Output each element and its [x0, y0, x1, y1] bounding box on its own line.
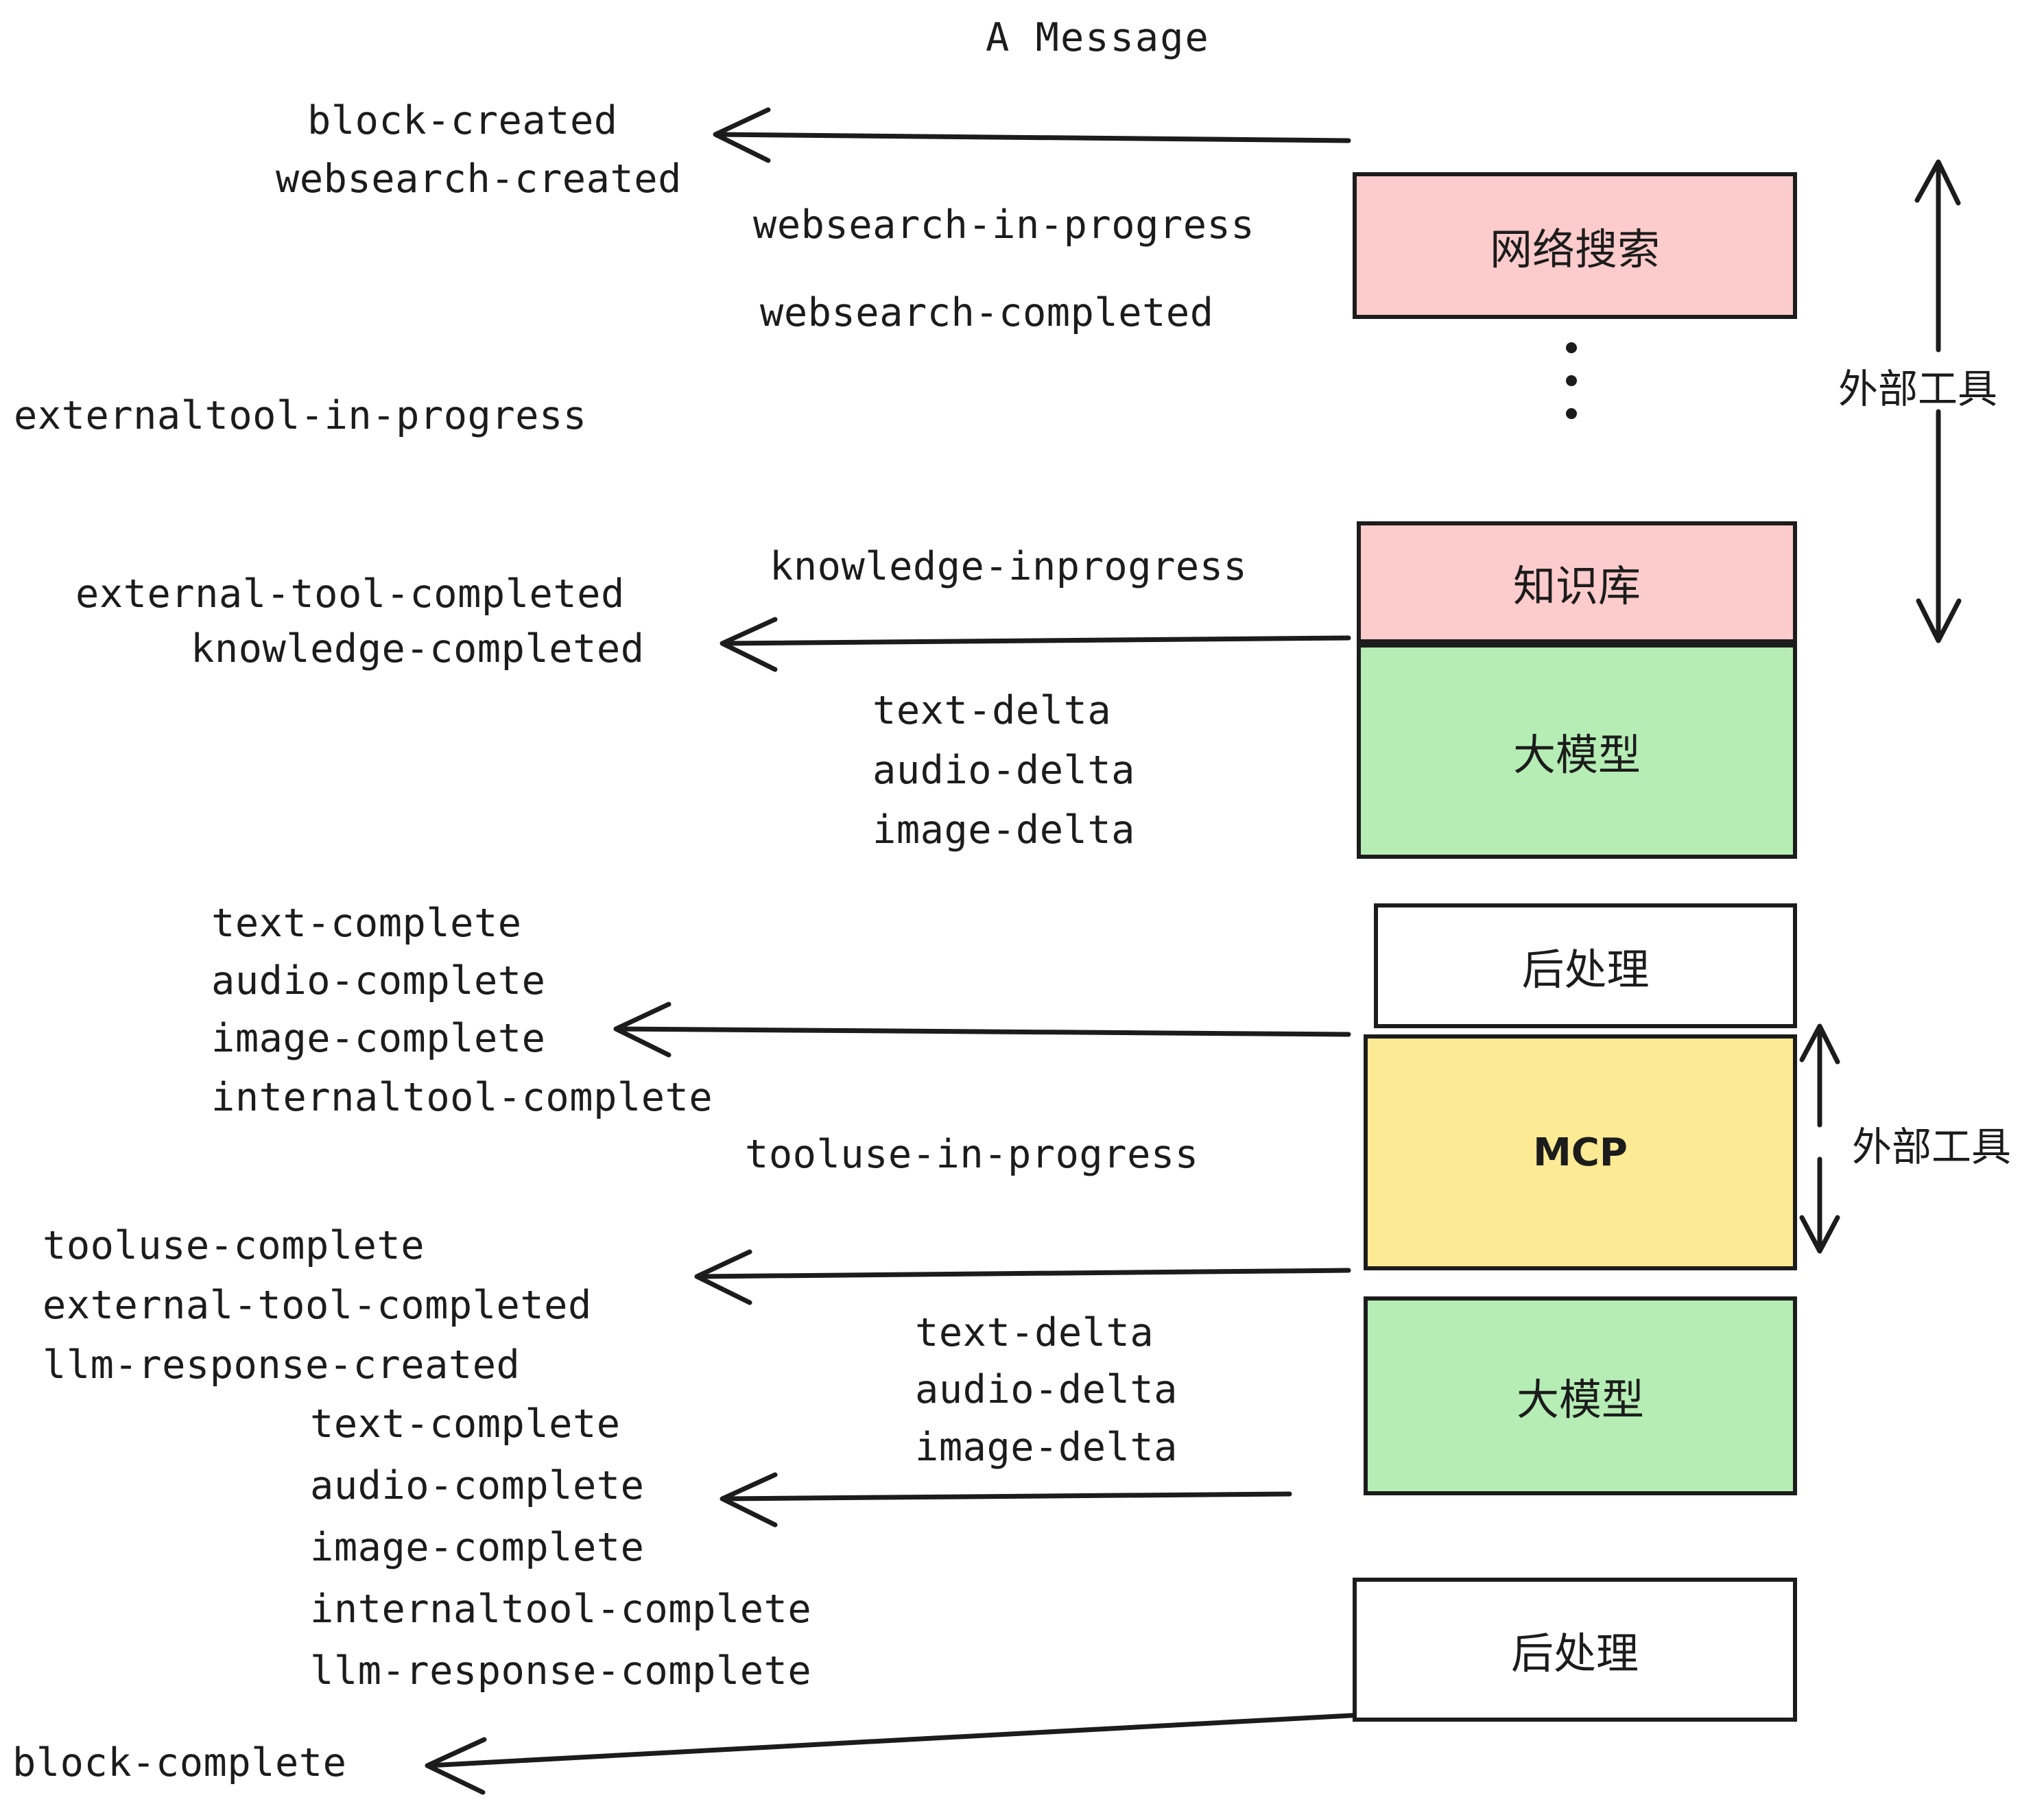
event-external-tool-completed-1: external-tool-completed — [75, 571, 625, 617]
arrow-head-tooluse-complete — [694, 1249, 752, 1305]
node-post-2-label: 后处理 — [1510, 1628, 1639, 1678]
event-image-delta-1: image-delta — [872, 807, 1135, 853]
event-image-complete-1: image-complete — [211, 1016, 546, 1061]
arrow-line-websearch-created — [714, 132, 1351, 143]
event-text-delta-2: text-delta — [915, 1310, 1154, 1355]
node-websearch[interactable]: 网络搜索 — [1353, 172, 1797, 319]
event-audio-delta-1: audio-delta — [872, 748, 1135, 793]
arrow-line-image-complete — [615, 1026, 1351, 1037]
event-image-delta-2: image-delta — [915, 1425, 1178, 1470]
ellipsis-dots — [1566, 342, 1577, 419]
node-websearch-label: 网络搜索 — [1489, 224, 1660, 274]
bracket-bottom-down-head — [1799, 1215, 1840, 1254]
arrow-head-knowledge-completed — [720, 617, 778, 672]
node-llm-2[interactable]: 大模型 — [1364, 1296, 1797, 1495]
event-block-complete: block-complete — [12, 1740, 347, 1785]
event-external-tool-completed-2: external-tool-completed — [43, 1283, 592, 1328]
node-post-2[interactable]: 后处理 — [1353, 1578, 1797, 1722]
arrow-line-knowledge-completed — [721, 635, 1351, 646]
event-internaltool-complete-2: internaltool-complete — [310, 1587, 812, 1632]
side-label-external-tools-bottom: 外部工具 — [1852, 1124, 2012, 1170]
bracket-top-up-head — [1914, 159, 1961, 206]
arrow-head-websearch-created — [713, 107, 771, 163]
node-mcp-label: MCP — [1533, 1130, 1628, 1175]
node-knowledge[interactable]: 知识库 — [1357, 521, 1797, 643]
arrow-line-audio-complete — [721, 1491, 1292, 1502]
event-llm-response-complete: llm-response-complete — [310, 1648, 812, 1694]
event-tooluse-complete: tooluse-complete — [43, 1223, 425, 1268]
arrow-line-tooluse-complete — [696, 1268, 1351, 1279]
page-title: A Message — [986, 15, 1210, 60]
node-post-1[interactable]: 后处理 — [1374, 903, 1797, 1028]
event-knowledge-completed: knowledge-completed — [191, 626, 645, 672]
event-audio-complete-1: audio-complete — [211, 958, 546, 1004]
node-llm-1-label: 大模型 — [1512, 730, 1641, 780]
bracket-top-down-head — [1916, 598, 1962, 643]
node-knowledge-label: 知识库 — [1512, 561, 1641, 611]
node-llm-1[interactable]: 大模型 — [1357, 643, 1797, 859]
bracket-bottom-up-head — [1799, 1023, 1840, 1065]
event-externaltool-in-progress: externaltool-in-progress — [14, 393, 587, 438]
node-mcp[interactable]: MCP — [1364, 1034, 1797, 1270]
event-internaltool-complete-1: internaltool-complete — [211, 1075, 713, 1120]
event-websearch-created: websearch-created — [276, 156, 682, 202]
event-knowledge-inprogress: knowledge-inprogress — [770, 544, 1248, 589]
event-text-complete-1: text-complete — [211, 901, 522, 946]
arrow-head-audio-complete — [720, 1472, 778, 1528]
event-text-delta-1: text-delta — [872, 688, 1112, 733]
event-image-complete-2: image-complete — [310, 1525, 645, 1570]
event-text-complete-2: text-complete — [310, 1401, 621, 1447]
side-label-external-tools-top: 外部工具 — [1838, 366, 1998, 412]
event-audio-delta-2: audio-delta — [915, 1367, 1178, 1412]
event-websearch-in-progress: websearch-in-progress — [753, 202, 1255, 248]
event-websearch-completed: websearch-completed — [760, 290, 1214, 335]
event-llm-response-created: llm-response-created — [43, 1342, 521, 1388]
arrow-head-image-complete — [613, 1001, 672, 1058]
event-block-created: block-created — [307, 98, 618, 143]
node-llm-2-label: 大模型 — [1516, 1375, 1644, 1425]
arrow-head-block-complete — [425, 1737, 487, 1795]
event-audio-complete-2: audio-complete — [310, 1463, 645, 1508]
arrow-line-block-complete — [426, 1712, 1366, 1768]
event-tooluse-in-progress: tooluse-in-progress — [745, 1132, 1199, 1177]
node-post-1-label: 后处理 — [1521, 945, 1650, 995]
